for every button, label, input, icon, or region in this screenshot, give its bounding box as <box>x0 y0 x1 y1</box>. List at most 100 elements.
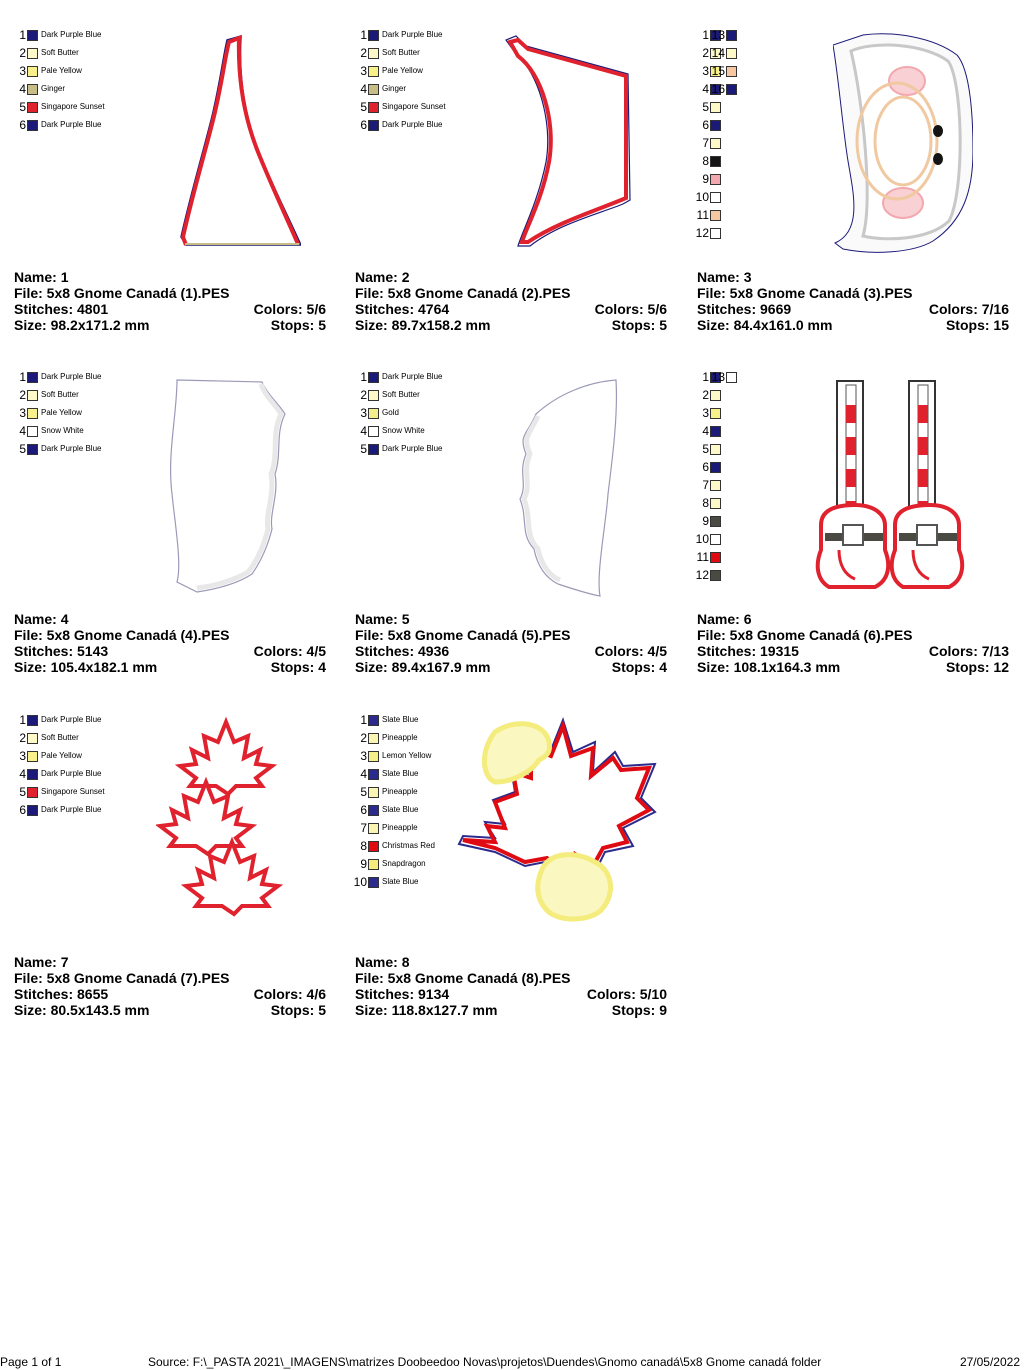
thread-number: 7 <box>702 136 709 150</box>
thread-name: Snapdragon <box>382 859 426 868</box>
color-count: 7/13 <box>981 643 1009 659</box>
thread-swatch <box>27 407 38 419</box>
size-label: Size: <box>14 1002 47 1018</box>
thread-swatch <box>710 407 721 419</box>
info-row: File: 5x8 Gnome Canadá (8).PES <box>355 970 670 986</box>
thread-number: 1 <box>702 28 709 42</box>
file-name: 5x8 Gnome Canadá (8).PES <box>387 970 571 986</box>
thread-number: 5 <box>19 442 26 456</box>
stops-label: Stops: <box>611 659 656 675</box>
info-row: Name: 1 <box>14 269 329 285</box>
thread-swatch <box>27 83 38 95</box>
source-path: Source: F:\_PASTA 2021\_IMAGENS\matrizes… <box>148 1355 822 1369</box>
info-row: Name: 2 <box>355 269 670 285</box>
thread-name: Dark Purple Blue <box>41 805 102 814</box>
file-label: File: <box>14 285 43 301</box>
info-left: Name: 5 <box>355 611 409 627</box>
thread-number: 1 <box>360 28 367 42</box>
thread-number: 6 <box>702 460 709 474</box>
thread-number: 6 <box>702 118 709 132</box>
design-size: 98.2x171.2 mm <box>50 317 150 333</box>
thread-number: 2 <box>360 388 367 402</box>
info-row: File: 5x8 Gnome Canadá (1).PES <box>14 285 329 301</box>
thread-swatch <box>710 83 721 95</box>
colors-label: Colors: <box>253 301 303 317</box>
stop-count: 9 <box>659 1002 667 1018</box>
stitches-label: Stitches: <box>355 643 415 659</box>
info-left: Stitches: 9134 <box>355 986 449 1002</box>
stitches-label: Stitches: <box>14 301 74 317</box>
colors-label: Colors: <box>253 643 303 659</box>
design-name: 5 <box>401 611 410 627</box>
info-row: Name: 4 <box>14 611 329 627</box>
file-name: 5x8 Gnome Canadá (6).PES <box>729 627 913 643</box>
info-right: Stops: 4 <box>271 659 326 675</box>
info-left: Size: 108.1x164.3 mm <box>697 659 840 675</box>
thread-swatch <box>27 119 38 131</box>
thread-swatch <box>710 389 721 401</box>
info-row: Name: 3 <box>697 269 1012 285</box>
thread-number: 4 <box>19 424 26 438</box>
thread-row: 4 <box>697 423 724 439</box>
design-name: 8 <box>401 954 410 970</box>
thread-swatch <box>368 732 379 744</box>
name-label: Name: <box>14 269 57 285</box>
info-left: Size: 118.8x127.7 mm <box>355 1002 497 1018</box>
thread-number: 4 <box>360 82 367 96</box>
info-right: Stops: 4 <box>612 659 667 675</box>
thread-number: 3 <box>702 64 709 78</box>
info-right: Colors: 4/5 <box>254 643 326 659</box>
thread-number: 2 <box>19 731 26 745</box>
thread-swatch <box>368 389 379 401</box>
info-left: Stitches: 8655 <box>14 986 108 1002</box>
file-name: 5x8 Gnome Canadá (5).PES <box>387 627 571 643</box>
thread-number: 9 <box>702 514 709 528</box>
thread-swatch <box>368 804 379 816</box>
thread-swatch <box>368 29 379 41</box>
stops-label: Stops: <box>611 1002 656 1018</box>
size-label: Size: <box>697 317 730 333</box>
stitches-label: Stitches: <box>14 986 74 1002</box>
info-left: Name: 4 <box>14 611 68 627</box>
thread-number: 6 <box>19 118 26 132</box>
thread-swatch <box>710 533 721 545</box>
thread-name: Ginger <box>382 84 407 93</box>
thread-row: 6 <box>697 117 724 133</box>
info-left: Name: 7 <box>14 954 68 970</box>
info-left: Size: 89.7x158.2 mm <box>355 317 490 333</box>
size-label: Size: <box>355 659 388 675</box>
thread-swatch <box>710 137 721 149</box>
info-left: Stitches: 19315 <box>697 643 799 659</box>
thread-name: Soft Butter <box>41 733 79 742</box>
info-left: File: 5x8 Gnome Canadá (2).PES <box>355 285 571 301</box>
thread-number: 5 <box>19 100 26 114</box>
thread-name: Dark Purple Blue <box>382 120 443 129</box>
color-count: 5/6 <box>647 301 667 317</box>
file-name: 5x8 Gnome Canadá (4).PES <box>46 627 230 643</box>
size-label: Size: <box>355 317 388 333</box>
thread-row: 14 <box>709 45 740 61</box>
thread-number: 1 <box>360 713 367 727</box>
design-preview-4 <box>170 379 286 593</box>
thread-row: 3 <box>697 63 724 79</box>
thread-swatch <box>368 407 379 419</box>
thread-number: 3 <box>19 749 26 763</box>
thread-swatch <box>368 840 379 852</box>
